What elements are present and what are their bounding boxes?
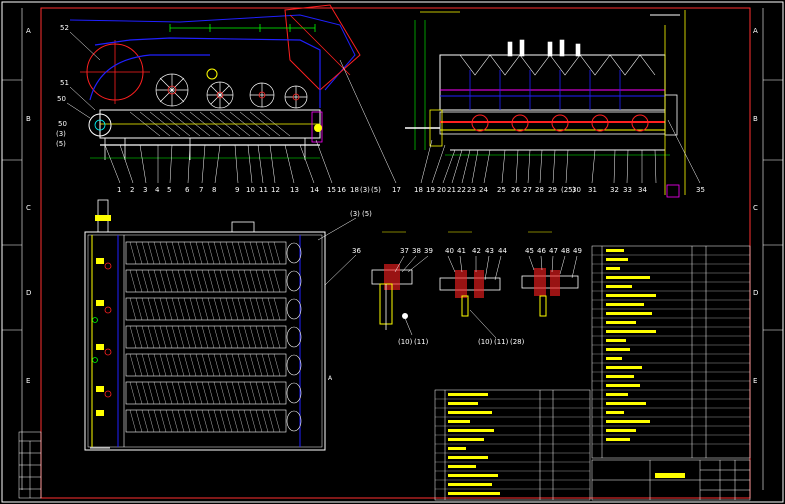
- row-letter: D: [753, 289, 758, 297]
- callout-label: 42: [472, 247, 481, 255]
- callout-label: 36: [352, 247, 361, 255]
- parts-list-lower-rows: [435, 398, 590, 490]
- callout-label: (28): [510, 338, 525, 346]
- callout-label: (25): [561, 186, 576, 194]
- callout-label: 1: [117, 186, 121, 194]
- row-letter: C: [26, 204, 31, 212]
- callout-label: 15: [327, 186, 336, 194]
- parts-list-upper: [591, 245, 751, 459]
- callout-label: 33: [623, 186, 632, 194]
- callout-label: 16: [337, 186, 346, 194]
- callout-label: 9: [235, 186, 239, 194]
- title-block: [591, 459, 751, 501]
- callout-label: (10): [478, 338, 493, 346]
- callout-label: 29: [548, 186, 557, 194]
- view-arrow-letter: A: [328, 375, 333, 382]
- parts-list-lower: [434, 389, 591, 501]
- callout-label: 18: [414, 186, 423, 194]
- callout-label: 20: [437, 186, 446, 194]
- callout-label: (5): [56, 140, 66, 148]
- callout-label: 13: [290, 186, 299, 194]
- row-letters-left: A B C D E: [26, 27, 31, 385]
- callout-label: (11): [494, 338, 509, 346]
- callout-label: 31: [588, 186, 597, 194]
- row-letter: B: [26, 115, 31, 123]
- plan-view-callouts: (3) (5) 36: [317, 210, 372, 286]
- callout-label: (3): [360, 186, 370, 194]
- callout-label: (11): [414, 338, 429, 346]
- callout-label: 44: [498, 247, 507, 255]
- callout-label: 12: [271, 186, 280, 194]
- callout-label: 38: [412, 247, 421, 255]
- side-view: [405, 10, 686, 198]
- callout-label: 18: [350, 186, 359, 194]
- callout-label: (10): [398, 338, 413, 346]
- callout-label: 32: [610, 186, 619, 194]
- callout-label: 40: [445, 247, 454, 255]
- callout-label: 47: [549, 247, 558, 255]
- callout-label: 37: [400, 247, 409, 255]
- callout-label: 24: [479, 186, 488, 194]
- section-callouts: 37 38 39 40 41 42 43 44 45 46 47 48 49 (…: [394, 247, 582, 346]
- row-letter: A: [753, 27, 758, 35]
- callout-label: 27: [523, 186, 532, 194]
- callout-label: 23: [467, 186, 476, 194]
- callout-label: 52: [60, 24, 69, 32]
- plan-view: [84, 199, 326, 451]
- callout-label: 22: [457, 186, 466, 194]
- title-block-drawing-name: [655, 473, 685, 478]
- row-letter: D: [26, 289, 31, 297]
- callout-label: 48: [561, 247, 570, 255]
- row-letter: E: [26, 377, 30, 385]
- callout-label: 5: [167, 186, 171, 194]
- callout-label: 11: [259, 186, 268, 194]
- side-view-callouts: 18 19 20 21 22 23 24 25 26 27 28 29 (25)…: [414, 119, 705, 194]
- callout-label: 4: [155, 186, 160, 194]
- callout-label: 30: [572, 186, 581, 194]
- parts-list-upper-entries: [606, 249, 656, 441]
- callout-label: 41: [457, 247, 466, 255]
- parts-list-upper-rows: [592, 254, 750, 445]
- callout-label: 6: [185, 186, 190, 194]
- front-view-callouts: 52 51 50 50 (3) (5): [56, 24, 101, 148]
- callout-label: 46: [537, 247, 546, 255]
- callout-label: 21: [447, 186, 456, 194]
- callout-label: 8: [212, 186, 216, 194]
- row-letter: E: [753, 377, 757, 385]
- front-view: [69, 4, 361, 160]
- callout-label: 28: [535, 186, 544, 194]
- callout-label: 3: [143, 186, 147, 194]
- callout-label: (3): [56, 130, 66, 138]
- callout-label: 25: [497, 186, 506, 194]
- callout-label: 50: [58, 120, 67, 128]
- callout-label: 2: [130, 186, 134, 194]
- row-letter: A: [26, 27, 31, 35]
- callout-label: 10: [246, 186, 255, 194]
- callout-label: 51: [60, 79, 69, 87]
- left-stamp-block: [18, 431, 42, 499]
- callout-label: 26: [511, 186, 520, 194]
- callout-label: (5): [362, 210, 372, 218]
- callout-label: 43: [485, 247, 494, 255]
- callout-label: 34: [638, 186, 647, 194]
- callout-label: 39: [424, 247, 433, 255]
- callout-label: 17: [392, 186, 401, 194]
- callout-label: 45: [525, 247, 534, 255]
- front-view-bottom-callouts: 1 2 3 4 5 6 7 8 9 10 11 12 13 14 15 16 1…: [104, 59, 401, 194]
- row-letter: B: [753, 115, 758, 123]
- callout-label: 35: [696, 186, 705, 194]
- row-letter: C: [753, 204, 758, 212]
- view-arrow-a: A: [328, 375, 333, 382]
- callout-label: (3): [350, 210, 360, 218]
- callout-label: 19: [426, 186, 435, 194]
- callout-label: 50: [57, 95, 66, 103]
- callout-label: 14: [310, 186, 319, 194]
- callout-label: (5): [371, 186, 381, 194]
- callout-label: 7: [199, 186, 203, 194]
- row-letters-right: A B C D E: [753, 27, 758, 385]
- callout-label: 49: [573, 247, 582, 255]
- parts-list-lower-entries: [448, 393, 500, 495]
